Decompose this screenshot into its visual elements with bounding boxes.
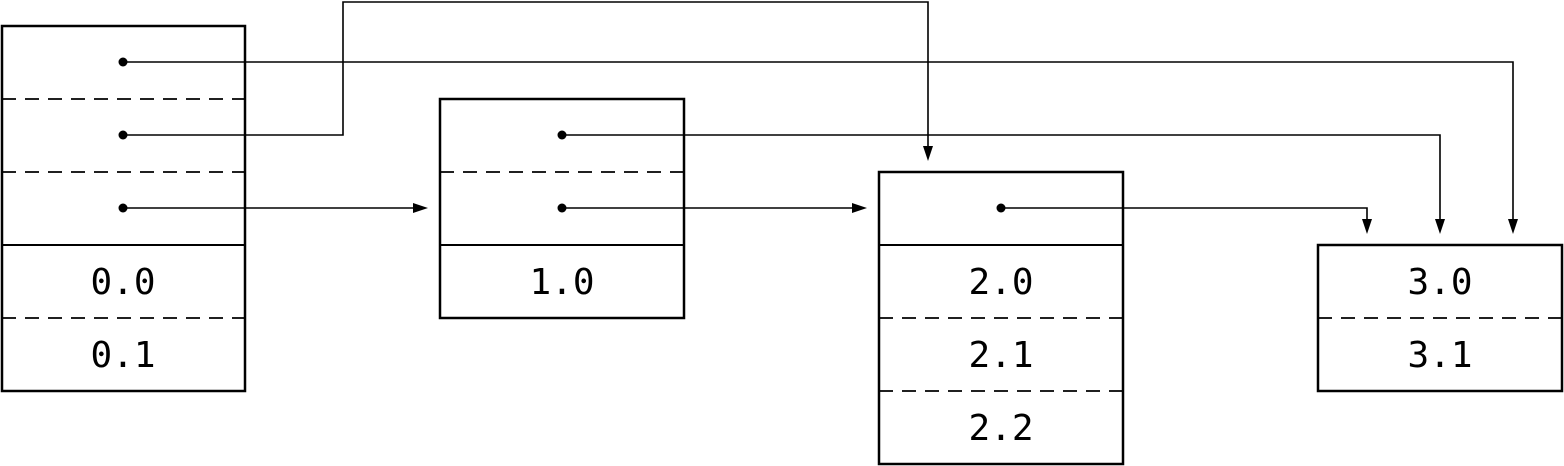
node-2-value-2: 2.2 [968, 408, 1033, 449]
arrowhead-icon [923, 146, 933, 161]
arrowhead-icon [1508, 219, 1518, 234]
pointer-node1-slot1-to-node2 [557, 203, 867, 213]
node-3: 3.0 3.1 [1316, 243, 1564, 393]
pointer-node1-slot0-to-node3 [557, 130, 1445, 234]
pointer-line [123, 61, 1514, 222]
arrowhead-icon [1435, 219, 1445, 234]
node-0-value-1: 0.1 [90, 335, 155, 376]
pointer-line [123, 1, 929, 149]
node-3-value-1: 3.1 [1407, 335, 1472, 376]
pointer-node0-slot2-to-node1 [118, 203, 428, 213]
arrowhead-icon [852, 203, 867, 213]
pointer-node0-slot0-to-node3 [118, 57, 1518, 234]
node-3-value-0: 3.0 [1407, 262, 1472, 303]
pointer-line [1001, 207, 1368, 222]
arrowhead-icon [413, 203, 428, 213]
node-1-value-0: 1.0 [529, 262, 594, 303]
arrowhead-icon [1362, 219, 1372, 234]
node-2-value-0: 2.0 [968, 262, 1033, 303]
node-2-value-1: 2.1 [968, 335, 1033, 376]
pointer-line [562, 134, 1441, 222]
node-2: 2.0 2.1 2.2 [877, 170, 1125, 466]
node-0-value-0: 0.0 [90, 262, 155, 303]
pointer-node2-slot0-to-node3 [996, 203, 1372, 234]
pointer-node0-slot1-to-node2 [118, 1, 933, 161]
